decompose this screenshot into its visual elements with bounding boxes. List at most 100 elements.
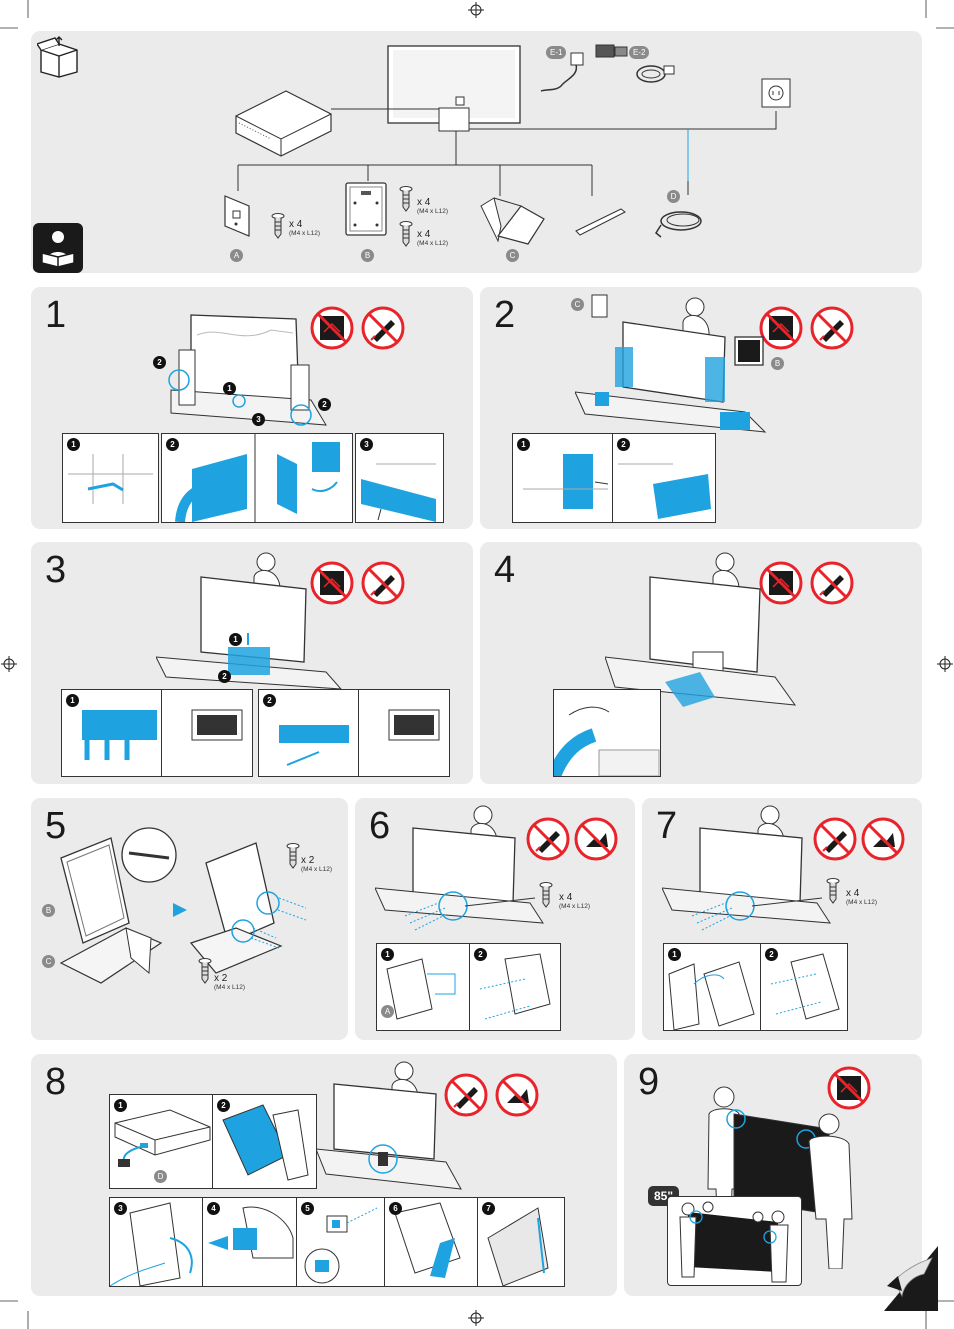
step-number: 5 bbox=[45, 805, 67, 847]
substep-badge: 2 bbox=[166, 438, 179, 451]
substep-badge: 1 bbox=[66, 694, 79, 707]
step-6-panel: 6 x 4 (M4 x L12) 1 2 A bbox=[355, 798, 635, 1040]
substep-badge: 7 bbox=[482, 1202, 495, 1215]
step-9-two-person-carry-illustration bbox=[707, 1086, 853, 1269]
substep-badge: 2 bbox=[217, 1099, 230, 1112]
step-number: 9 bbox=[638, 1061, 660, 1103]
step-3-panel: 3 1 2 1 2 bbox=[31, 542, 473, 784]
screw-icon bbox=[826, 878, 840, 904]
substep-badge: 2 bbox=[617, 438, 630, 451]
step-6-substep-2: 2 bbox=[469, 943, 561, 1031]
screw-a-quantity: x 4 (M4 x L12) bbox=[289, 219, 321, 237]
no-press-screen-icon bbox=[810, 561, 854, 605]
substep-badge: 3 bbox=[114, 1202, 127, 1215]
substep-badge: 1 bbox=[67, 438, 80, 451]
part-b-label: B bbox=[771, 357, 784, 370]
step-number: 6 bbox=[369, 805, 391, 847]
substep-badge: 3 bbox=[360, 438, 373, 451]
part-d-label: D bbox=[667, 190, 680, 203]
step-number: 7 bbox=[656, 805, 678, 847]
step-6-overview-illustration bbox=[375, 805, 544, 931]
part-e2-label: E-2 bbox=[629, 46, 650, 59]
step-3-substep-1: 1 bbox=[61, 689, 163, 777]
callout-2: 2 bbox=[218, 670, 231, 683]
step-1-substep-2: 2 bbox=[161, 433, 353, 523]
step-2-substep-1: 1 bbox=[512, 433, 614, 523]
step-number: 8 bbox=[45, 1061, 67, 1103]
screw-b1-quantity: x 4 (M4 x L12) bbox=[417, 197, 449, 215]
part-b-label: B bbox=[42, 904, 55, 917]
screw-icon bbox=[539, 882, 553, 908]
step-4-overview-illustration bbox=[605, 552, 797, 707]
step-3-overview-illustration bbox=[156, 552, 343, 690]
substep-badge: 4 bbox=[207, 1202, 220, 1215]
step-1-substep-1: 1 bbox=[62, 433, 159, 523]
step-8-substep-7: 7 bbox=[477, 1197, 565, 1287]
package-box-icon bbox=[37, 36, 78, 78]
step-8-substep-2: 2 bbox=[212, 1094, 317, 1189]
step-3-substep-2b bbox=[358, 689, 450, 777]
part-c-label: C bbox=[571, 298, 584, 311]
callout-1: 1 bbox=[229, 633, 242, 646]
step-2-panel: 2 C B 1 2 bbox=[480, 287, 922, 529]
step-8-overview-illustration bbox=[316, 1061, 462, 1190]
step-8-panel: 8 1 D 2 3 4 5 6 bbox=[31, 1054, 617, 1296]
read-manual-icon bbox=[33, 223, 83, 273]
step-number: 3 bbox=[45, 549, 67, 591]
step-2-substep-2: 2 bbox=[612, 433, 716, 523]
step-8-substep-6: 6 bbox=[384, 1197, 479, 1287]
step-1-overview-illustration bbox=[168, 314, 327, 426]
step-number: 2 bbox=[494, 294, 516, 336]
step-7-panel: 7 x 4 (M4 x L12) 1 2 bbox=[642, 798, 922, 1040]
part-d-label: D bbox=[154, 1170, 167, 1183]
step-9-85-inch-carry bbox=[667, 1196, 802, 1286]
step-3-substep-2: 2 bbox=[258, 689, 360, 777]
box-contents-diagram bbox=[224, 44, 791, 247]
no-press-screen-icon bbox=[361, 306, 405, 350]
part-c-label: C bbox=[42, 955, 55, 968]
substep-badge: 5 bbox=[301, 1202, 314, 1215]
no-press-screen-icon bbox=[810, 306, 854, 350]
step-7-substep-2: 2 bbox=[760, 943, 848, 1031]
step-3-substep-1b bbox=[161, 689, 253, 777]
step-7-substep-1: 1 bbox=[663, 943, 762, 1031]
callout-2b: 2 bbox=[318, 398, 331, 411]
step-8-substep-3: 3 bbox=[109, 1197, 204, 1287]
no-press-screen-icon bbox=[361, 561, 405, 605]
part-a-label: A bbox=[381, 1005, 394, 1018]
registration-mark-left bbox=[1, 656, 17, 672]
substep-badge: 1 bbox=[668, 948, 681, 961]
step-number: 4 bbox=[494, 549, 516, 591]
substep-badge: 2 bbox=[474, 948, 487, 961]
screw-bottom-quantity: x 2 (M4 x L12) bbox=[214, 973, 246, 991]
step-1-substep-3: 3 bbox=[355, 433, 444, 523]
screw-b2-quantity: x 4 (M4 x L12) bbox=[417, 229, 449, 247]
no-lift-warning-icon bbox=[574, 817, 618, 861]
step-5-assembly-illustration bbox=[59, 827, 307, 984]
no-lift-warning-icon bbox=[861, 817, 905, 861]
step-4-panel: 4 bbox=[480, 542, 922, 784]
callout-1: 1 bbox=[223, 382, 236, 395]
substep-badge: 6 bbox=[389, 1202, 402, 1215]
screw-quantity: x 4 (M4 x L12) bbox=[559, 892, 591, 910]
registration-mark-right bbox=[937, 656, 953, 672]
page-turn-corner-icon bbox=[884, 1246, 938, 1311]
substep-badge: 1 bbox=[381, 948, 394, 961]
step-number: 1 bbox=[45, 294, 67, 336]
step-8-substep-4: 4 bbox=[202, 1197, 298, 1287]
part-e1-label: E-1 bbox=[546, 46, 567, 59]
callout-2a: 2 bbox=[153, 356, 166, 369]
step-8-substep-5: 5 bbox=[296, 1197, 386, 1287]
substep-badge: 1 bbox=[517, 438, 530, 451]
registration-mark-top bbox=[468, 2, 484, 18]
step-5-panel: 5 B C x 2 (M4 x L12) x 2 (M4 x L12) bbox=[31, 798, 348, 1040]
step-2-overview-illustration bbox=[575, 294, 767, 433]
step-4-substep bbox=[553, 689, 661, 777]
callout-3: 3 bbox=[252, 413, 265, 426]
step-7-overview-illustration bbox=[662, 805, 831, 931]
substep-badge: 1 bbox=[114, 1099, 127, 1112]
screw-top-quantity: x 2 (M4 x L12) bbox=[301, 855, 333, 873]
substep-badge: 2 bbox=[263, 694, 276, 707]
step-8-substep-1: 1 bbox=[109, 1094, 214, 1189]
